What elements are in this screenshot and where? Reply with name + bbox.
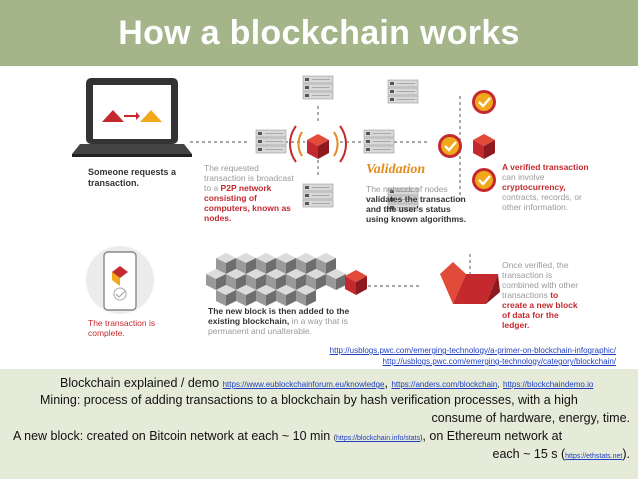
step7-text: The transaction is complete. [88, 318, 156, 338]
step5-part1: Once verified, the transaction is combin… [502, 260, 579, 300]
ethereum-interval-text: each ~ 15 s ( [492, 447, 566, 461]
laptop-icon [72, 78, 192, 157]
page-title: How a blockchain works [118, 13, 520, 52]
server-bottom-icon [302, 183, 334, 208]
link-eublockchainforum[interactable]: https://www.eublockchainforum.eu/knowled… [222, 380, 385, 389]
step4-part1: A verified transaction [502, 162, 589, 172]
paren-close: ) [420, 435, 423, 442]
step4-part2: can involve [502, 172, 545, 182]
source-link-1[interactable]: http://usblogs.pwc.com/emerging-technolo… [329, 346, 616, 355]
step6-text: The new block is then added to the exist… [208, 306, 368, 336]
step3-part1: The network of nodes [366, 184, 448, 194]
diagram-graphics [72, 75, 500, 314]
notes-panel: Blockchain explained / demo https://www.… [0, 369, 638, 479]
demo-label: Blockchain explained / demo [60, 376, 220, 390]
notes-line-3a: A new block: created on Bitcoin network … [13, 429, 562, 443]
new-block-icon [440, 262, 500, 304]
step5-part2: to create a new block of data for the le… [502, 290, 578, 330]
link-blockchaindemo[interactable]: https://blockchaindemo.io [503, 380, 594, 389]
network-connectors [190, 96, 471, 287]
bitcoin-text: A new block: created on Bitcoin network … [13, 429, 331, 443]
step6-part2: in a way that is permanent and unalterab… [208, 316, 348, 336]
link-anders[interactable]: https://anders.com/blockchain [391, 380, 498, 389]
phone-icon [86, 246, 154, 314]
server-left-icon [255, 129, 287, 154]
link-ethstats[interactable]: https://ethstats.net [565, 453, 623, 460]
link-blockchain-info[interactable]: https://blockchain.info/stats [336, 435, 421, 442]
closing-text: ). [622, 447, 630, 461]
step3-part2: validates the transaction and the user's… [366, 194, 467, 224]
step2-part1: The requested transaction is broadcast t… [204, 163, 294, 193]
ethereum-text: , on Ethereum network at [422, 429, 563, 443]
step3-text: The network of nodes validates the trans… [366, 184, 472, 224]
verified-block-icon [473, 134, 495, 159]
step4-part4: contracts, records, or other information… [502, 192, 582, 212]
server-far-top-icon [387, 79, 419, 104]
step4-text: A verified transaction can involve crypt… [502, 162, 592, 212]
title-bar: How a blockchain works [0, 0, 638, 66]
check-top-icon [470, 88, 498, 116]
step1-text: Someone requests a transaction. [88, 167, 177, 188]
step5-text: Once verified, the transaction is combin… [502, 260, 584, 330]
notes-line-2a: Mining: process of adding transactions t… [40, 393, 578, 407]
broadcast-signal-icon [289, 125, 347, 163]
notes-line-1: Blockchain explained / demo https://www.… [60, 376, 593, 390]
link-separator-small: , [497, 380, 500, 389]
blockchain-cubes-icon [206, 253, 367, 306]
transaction-block-icon [307, 134, 329, 159]
step6-part1: The new block is then added to the exist… [208, 306, 350, 326]
server-top-icon [302, 75, 334, 100]
check-bottom-icon [470, 166, 498, 194]
source-link-2[interactable]: http://usblogs.pwc.com/emerging-technolo… [382, 357, 616, 366]
notes-line-3b: each ~ 15 s (https://ethstats.net). [493, 447, 630, 461]
check-left-icon [436, 132, 464, 160]
step2-part2: P2P network consisting of computers, kno… [204, 183, 291, 223]
validation-heading: Validation [366, 162, 426, 177]
link-separator: , [384, 376, 388, 390]
step4-part3: cryptocurrency, [502, 182, 566, 192]
notes-line-2b: consume of hardware, energy, time. [431, 411, 630, 425]
paren-open: ( [333, 435, 337, 442]
step2-text: The requested transaction is broadcast t… [204, 163, 300, 223]
blockchain-diagram: Someone requests a transaction. The requ… [0, 66, 638, 366]
server-right-icon [363, 129, 395, 154]
